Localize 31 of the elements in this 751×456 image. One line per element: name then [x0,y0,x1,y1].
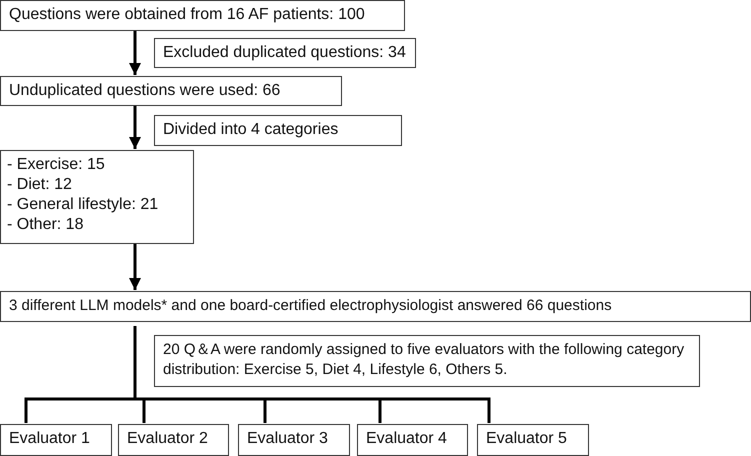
node-text: Evaluator 3 [247,429,329,449]
process-box [238,424,350,456]
node-text: Divided into 4 categories [163,120,340,140]
process-box [118,424,229,456]
node-text: - Diet: 12 [7,175,73,195]
process-box [0,424,112,456]
node-text: Evaluator 1 [9,429,91,449]
node-text: Excluded duplicated questions: 34 [163,43,407,63]
arrow [129,106,141,149]
node-text: - General lifestyle: 21 [7,195,160,215]
arrow [129,31,141,75]
process-box [0,291,751,322]
process-box [357,424,468,456]
arrow [129,244,141,290]
process-box [477,424,589,456]
process-box [154,115,402,146]
process-box [154,335,700,387]
node-text: Unduplicated questions were used: 66 [9,81,282,101]
node-text: Evaluator 2 [127,429,209,449]
node-text: 20 Q＆A were randomly assigned to five evaluators with the following category distribution: Exercise 5, Diet 4, Lifestyle 6, Others 5. [163,340,686,380]
node-text: 3 different LLM models* and one board-certified electrophysiologist answered 66 questions [9,296,613,316]
process-box [0,0,405,31]
process-box [154,38,416,68]
connector-line [134,326,490,423]
node-text: Evaluator 4 [366,429,448,449]
list-box [0,150,194,244]
node-text: Evaluator 5 [486,429,568,449]
process-box [0,76,342,106]
node-text: - Exercise: 15 [7,155,106,175]
node-text: Questions were obtained from 16 AF patients: 100 [9,5,366,25]
node-text: - Other: 18 [7,215,84,235]
